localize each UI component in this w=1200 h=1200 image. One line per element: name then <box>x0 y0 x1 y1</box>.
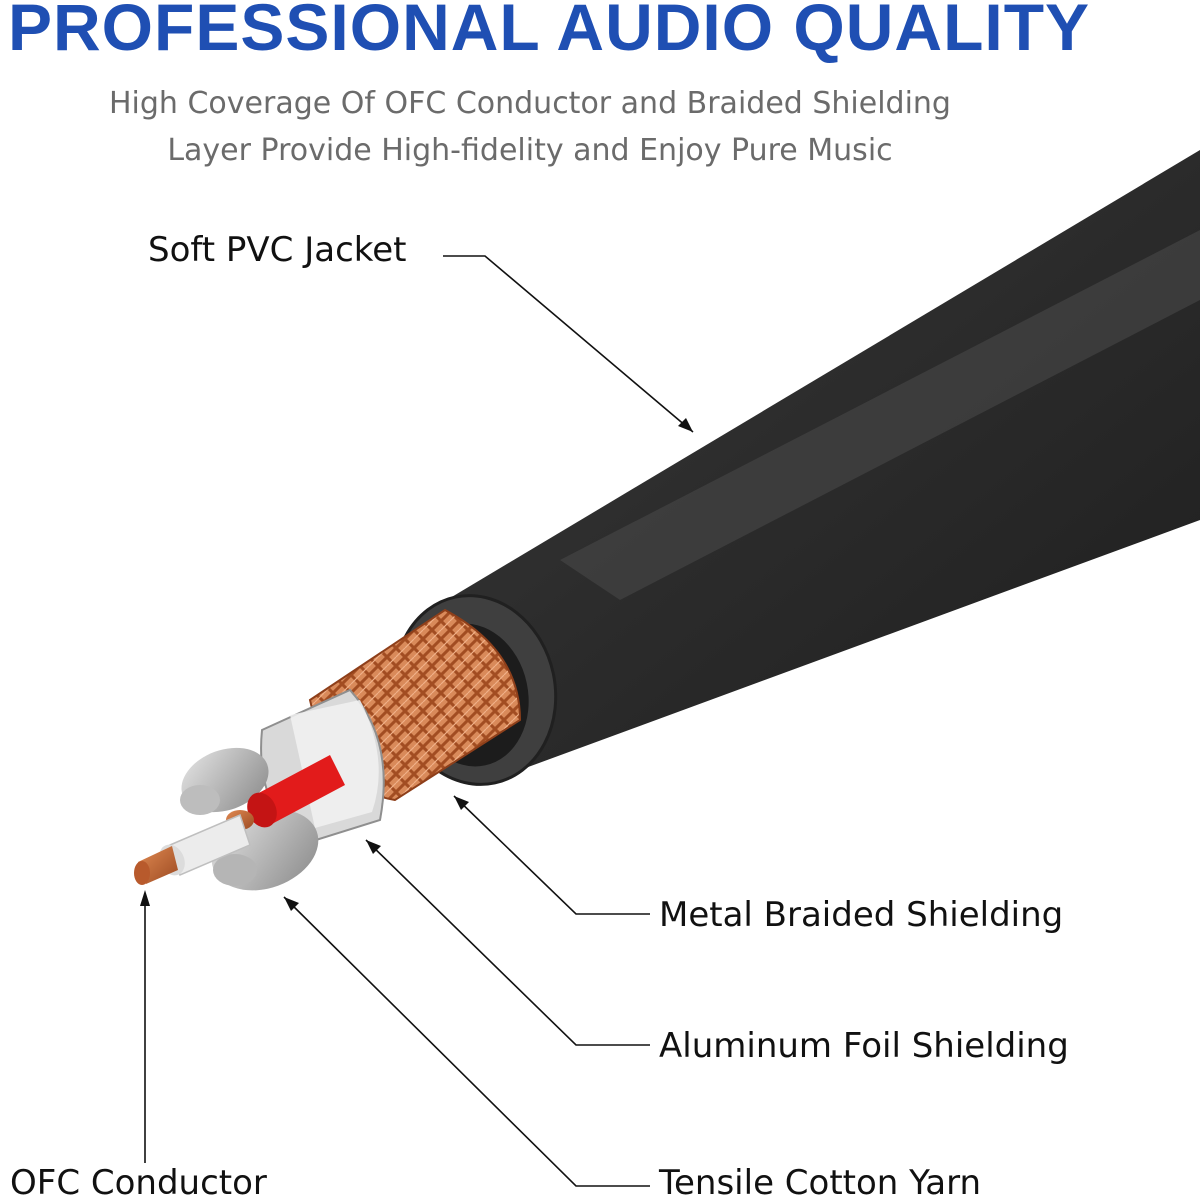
page-title: PROFESSIONAL AUDIO QUALITY <box>8 0 1091 64</box>
subtitle-line-2: Layer Provide High-fidelity and Enjoy Pu… <box>167 133 893 168</box>
leader-line-yarn <box>283 896 650 1187</box>
callout-pvc-jacket: Soft PVC Jacket <box>148 230 407 270</box>
ofc-conductor-tip <box>134 846 178 885</box>
callout-ofc-conductor: OFC Conductor <box>10 1163 267 1200</box>
subtitle-line-1: High Coverage Of OFC Conductor and Braid… <box>109 86 951 121</box>
callout-metal-braided-shielding: Metal Braided Shielding <box>659 895 1064 935</box>
arrow-jacket-icon <box>678 418 693 432</box>
pvc-jacket-highlight <box>560 230 1200 600</box>
leader-line-jacket <box>443 255 694 433</box>
leader-line-foil <box>365 839 650 1046</box>
callout-aluminum-foil-shielding: Aluminum Foil Shielding <box>659 1026 1069 1066</box>
arrow-foil-icon <box>366 840 381 854</box>
red-insulated-conductor <box>226 755 345 830</box>
arrow-braid-icon <box>454 796 469 810</box>
silver-strand-bundle-top <box>180 747 269 815</box>
arrow-heads <box>140 418 693 911</box>
callout-tensile-cotton-yarn: Tensile Cotton Yarn <box>659 1163 982 1200</box>
arrow-conductor-icon <box>140 890 150 906</box>
leader-lines <box>144 255 694 1187</box>
arrow-yarn-icon <box>284 897 299 911</box>
leader-line-braid <box>453 795 650 915</box>
